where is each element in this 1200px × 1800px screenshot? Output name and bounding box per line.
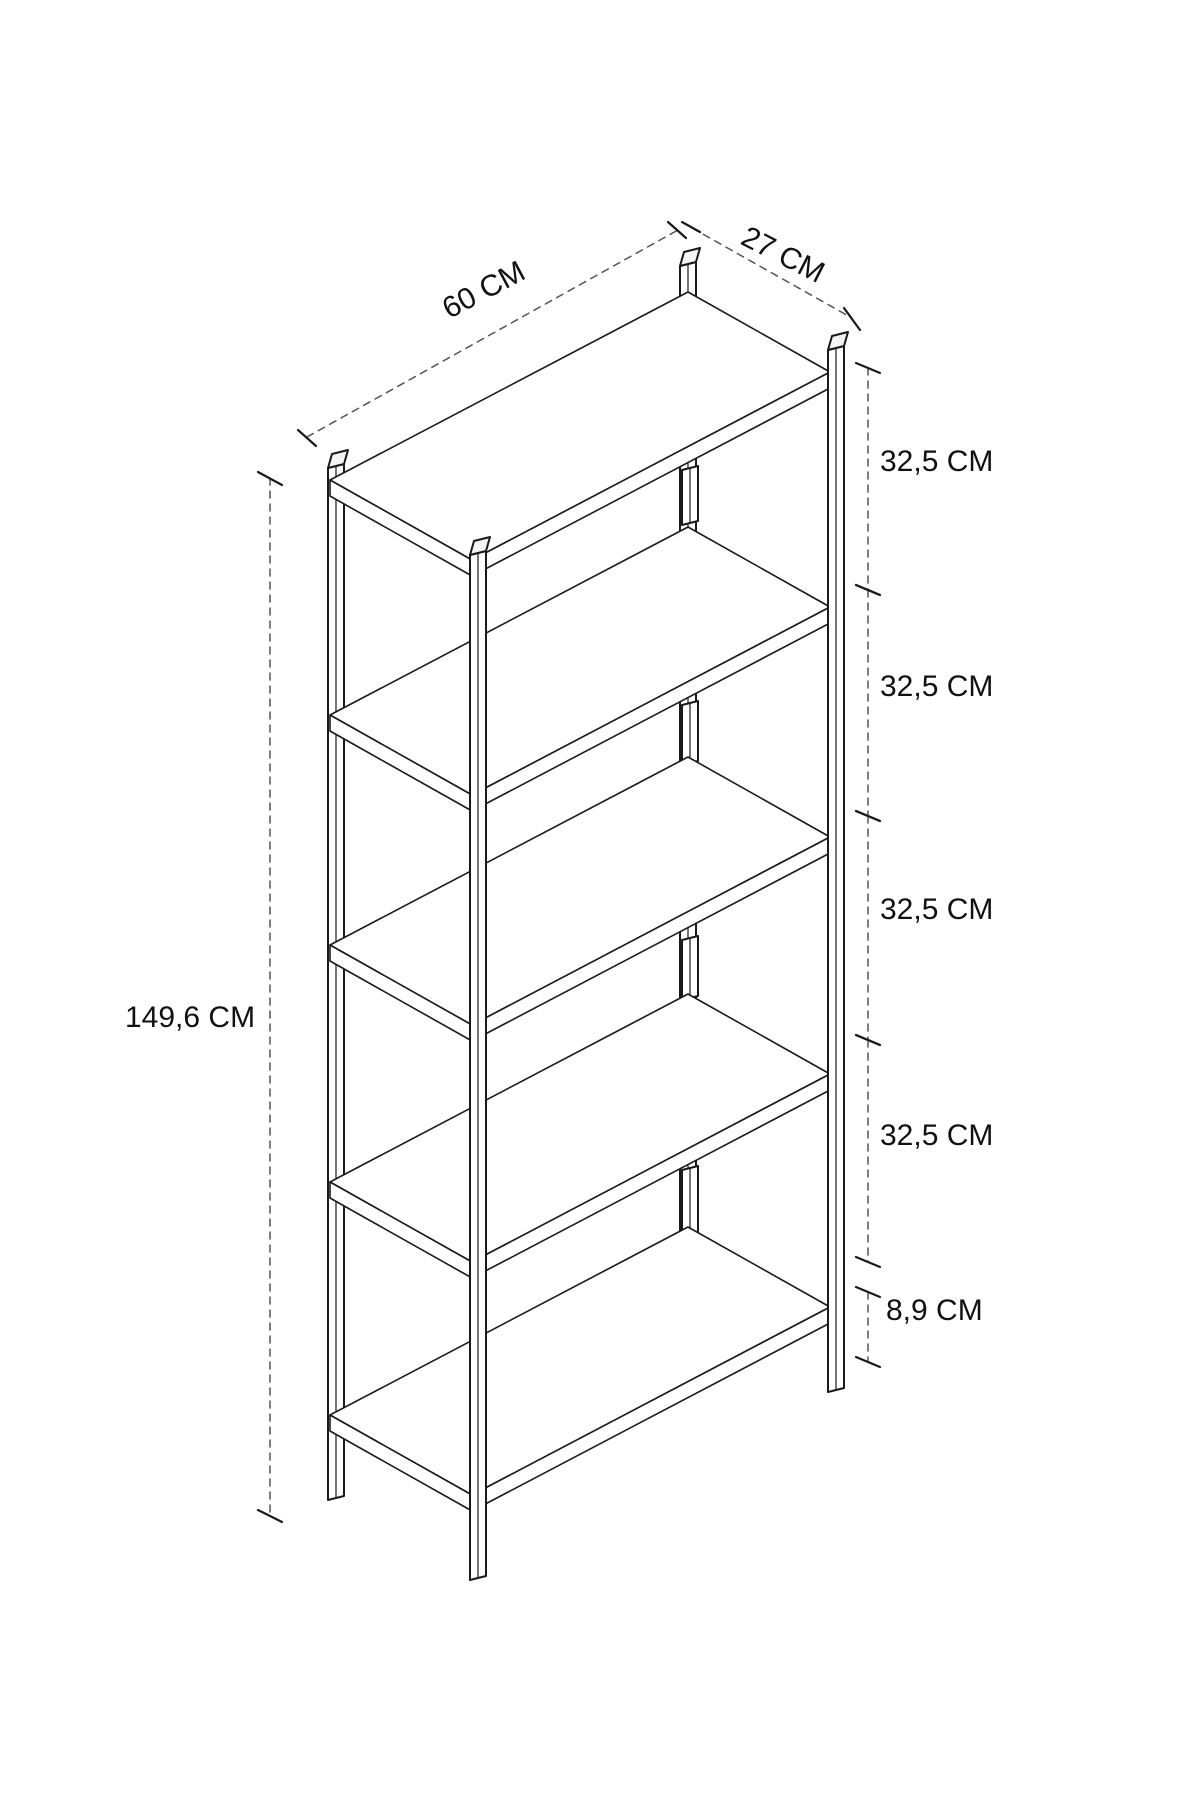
dimension-tick-depth-end	[842, 306, 862, 332]
post-front-left-cap-edge	[469, 540, 475, 556]
dimension-tick-total-height-bottom	[256, 1508, 284, 1524]
post-back-left-cap-edge	[327, 453, 333, 469]
dimension-tick-total-height-top	[256, 470, 284, 487]
dimension-tick-bottom-gap-bottom	[854, 1355, 882, 1369]
post-back-right-top-cap-edge	[679, 251, 685, 267]
dimension-label-shelf-gap-1: 32,5 CM	[880, 445, 994, 478]
dimension-line-width	[306, 229, 679, 438]
dimension-tick-shelf-gap-2-top	[854, 583, 882, 597]
dimension-tick-width-start	[296, 428, 318, 448]
dimension-tick-depth-start	[680, 220, 702, 234]
post-front-right-cap-edge	[827, 335, 833, 351]
dimension-tick-shelf-gap-4-bottom	[854, 1255, 882, 1269]
dimension-label-total-height: 149,6 CM	[125, 1001, 256, 1034]
dimension-tick-shelf-gap-3-top	[854, 809, 882, 823]
dimension-label-bottom-gap: 8,9 CM	[886, 1294, 983, 1327]
dimension-tick-shelf-gap-4-top	[854, 1033, 882, 1047]
dimension-line-depth	[691, 227, 853, 319]
dimension-tick-shelf-gap-1-top	[854, 361, 882, 375]
dimension-label-shelf-gap-3: 32,5 CM	[880, 893, 994, 926]
dimension-tick-width-end	[666, 220, 688, 240]
dimension-label-shelf-gap-2: 32,5 CM	[880, 670, 994, 703]
dimension-tick-bottom-gap-top	[854, 1285, 882, 1299]
dimension-label-shelf-gap-4: 32,5 CM	[880, 1119, 994, 1152]
